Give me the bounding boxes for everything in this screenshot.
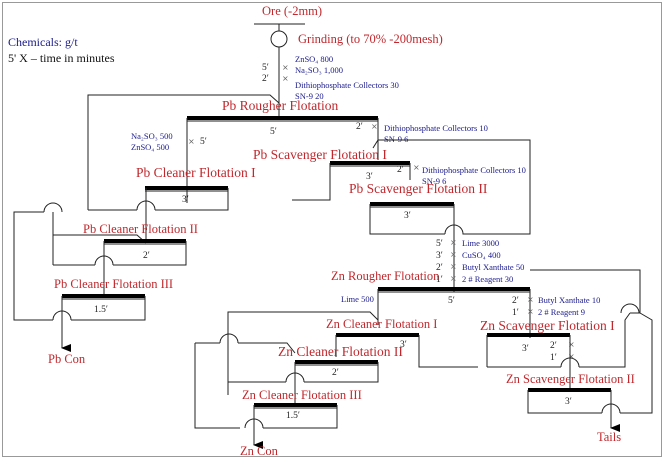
zn-scav2-reagent-time-1: 2′ — [550, 341, 557, 351]
reagent-add-icon: × — [527, 295, 534, 304]
grinding-label: Grinding (to 70% -200mesh) — [298, 32, 443, 46]
pb-scav1-reagent-1: Dithiophosphate Collectors 10 — [384, 123, 488, 133]
legend-chemicals: Chemicals: g/t — [8, 35, 78, 49]
pb-rougher-reagent-time-2: 2′ — [262, 74, 269, 84]
pb-scavenger2-time: 3′ — [404, 211, 411, 221]
reagent-add-icon: × — [568, 340, 575, 349]
zn-cleaner3-recycle-line — [194, 343, 240, 429]
pb-cleaner3-recycle-line — [13, 211, 44, 321]
pb-cleaner1-reagent-1: Na₂SO₃ 500 — [131, 131, 173, 141]
crossover-arc — [219, 333, 239, 344]
pb-scav2-recycle-line — [372, 139, 531, 215]
zn-rougher-label: Zn Rougher Flotation — [331, 269, 440, 283]
pb-scavenger1-label: Pb Scavenger Flotation I — [253, 147, 387, 162]
pb-cleaner3-box — [71, 296, 146, 321]
zn-scavenger1-label: Zn Scavenger Flotation I — [480, 318, 615, 333]
pb-cleaner1-box — [155, 188, 229, 211]
reagent-add-icon: × — [450, 262, 457, 271]
crossover-arc — [620, 303, 640, 314]
pb-scav1-conc-return-line — [292, 163, 331, 201]
pb-rougher-reagent-3: Dithiophosphate Collectors 30 — [295, 80, 399, 90]
zn-rougher-reagent-4: 2 # Reagent 30 — [462, 274, 513, 284]
pb-scav2-reagent-2: SN-9 6 — [422, 176, 446, 186]
zn-cleaner2-recycle-line — [227, 311, 379, 395]
reagent-add-icon: × — [527, 307, 534, 316]
zn-cleaner2-label: Zn Cleaner Flotation II — [278, 344, 403, 359]
ore-label: Ore (-2mm) — [262, 4, 322, 18]
zn-rougher-reagent-2: CuSO₄ 400 — [462, 250, 501, 260]
reagent-add-icon: × — [450, 238, 457, 247]
zn-cleaner1-tail-line — [418, 335, 478, 368]
pb-cleaner1-recycle-line — [87, 94, 280, 210]
zn-cleaner3-box — [263, 405, 338, 429]
zn-rougher-reagent-time-3: 2′ — [436, 263, 443, 273]
reagent-add-icon: × — [371, 122, 378, 131]
zn-scav1-reagent-1: Butyl Xanthate 10 — [538, 295, 600, 305]
pb-scavenger1-time: 3′ — [366, 172, 373, 182]
pb-rougher-reagent-2: Na₂SO₃ 1,000 — [295, 65, 343, 75]
pb-cleaner3-time: 1.5′ — [94, 305, 108, 315]
zn-rougher-reagent-1: Lime 3000 — [462, 238, 499, 248]
pb-scav1-reagent-time: 2′ — [356, 122, 363, 132]
reagent-add-icon: × — [282, 63, 289, 72]
reagent-add-icon: × — [282, 74, 289, 83]
reagent-add-icon: × — [450, 250, 457, 259]
grinding-mill-icon — [270, 30, 288, 48]
zn-rougher-reagent-3: Butyl Xanthate 50 — [462, 262, 524, 272]
zn-cleaner2-time: 2′ — [332, 368, 339, 378]
pb-scav2-reagent-time: 2′ — [397, 165, 404, 175]
zn-rougher-reagent-time-1: 5′ — [436, 239, 443, 249]
zn-cleaner3-label: Zn Cleaner Flotation III — [242, 388, 362, 402]
zn-scav1-reagent-time-1: 2′ — [512, 296, 519, 306]
zn-scav1-reagent-2: 2 # Reagent 9 — [538, 307, 585, 317]
pb-cleaner1-reagent-time: 5′ — [200, 137, 207, 147]
pb-scav2-box — [369, 204, 445, 235]
pb-con-label: Pb Con — [48, 352, 86, 366]
zn-scav2-conc-return — [620, 312, 653, 414]
zn-scavenger1-time: 3′ — [522, 344, 529, 354]
zn-scav1-reagent-time-2: 1′ — [512, 308, 519, 318]
pb-cleaner2-time: 2′ — [143, 251, 150, 261]
pb-rougher-reagent-1: ZnSO₄ 800 — [295, 54, 333, 64]
pb-scavenger2-label: Pb Scavenger Flotation II — [349, 181, 488, 196]
reagent-add-icon: × — [188, 137, 195, 146]
zn-con-label: Zn Con — [240, 444, 279, 458]
zn-scav1-tail-return — [579, 312, 631, 368]
zn-cleaner1-label: Zn Cleaner Flotation I — [326, 317, 437, 331]
pb-cleaner3-label: Pb Cleaner Flotation III — [54, 277, 173, 291]
pb-cleaner1-label: Pb Cleaner Flotation I — [136, 165, 256, 180]
pb-cleaner1-reagent-2: ZnSO₄ 500 — [131, 142, 169, 152]
zn-cleaner1-reagent-1: Lime 500 — [341, 294, 374, 304]
zn-scav2-reagent-time-2: 1′ — [550, 353, 557, 363]
crossover-arc — [43, 202, 63, 213]
legend-time-note: 5' X – time in minutes — [8, 51, 115, 65]
zn-recycle-top-right — [238, 342, 296, 354]
zn-scavenger2-time: 3′ — [565, 397, 572, 407]
zn-scav2-box — [527, 390, 602, 414]
zn-rougher-reagent-time-4: 1′ — [436, 275, 443, 285]
zn-cleaner3-time: 1.5′ — [286, 411, 300, 421]
pb-rougher-reagent-4: SN-9 20 — [295, 91, 324, 101]
pb-rougher-label: Pb Rougher Flotation — [222, 98, 339, 113]
pb-cleaner2-label: Pb Cleaner Flotation II — [83, 222, 198, 236]
zn-cleaner2-box — [304, 362, 379, 383]
reagent-add-icon: × — [450, 274, 457, 283]
diagram-frame — [2, 2, 662, 457]
zn-cleaner1-time: 3′ — [400, 340, 407, 350]
pb-scav2-reagent-1: Dithiophosphate Collectors 10 — [422, 165, 526, 175]
zn-scav1-recycle-top — [530, 269, 641, 314]
pb-rougher-reagent-time-1: 5′ — [262, 63, 269, 73]
zn-scavenger2-label: Zn Scavenger Flotation II — [506, 372, 635, 386]
reagent-add-icon: × — [568, 352, 575, 361]
reagent-add-icon: × — [413, 163, 420, 172]
pb-cleaner2-box — [113, 241, 187, 266]
tails-label: Tails — [597, 430, 621, 444]
zn-rougher-time: 5′ — [448, 296, 455, 306]
pb-rougher-time: 5′ — [270, 127, 277, 137]
pb-scav2-crossover — [444, 215, 531, 235]
pb-cleaner1-time: 3′ — [182, 195, 189, 205]
zn-rougher-reagent-time-2: 3′ — [436, 251, 443, 261]
pb-scav1-reagent-2: SN-9 6 — [384, 134, 408, 144]
